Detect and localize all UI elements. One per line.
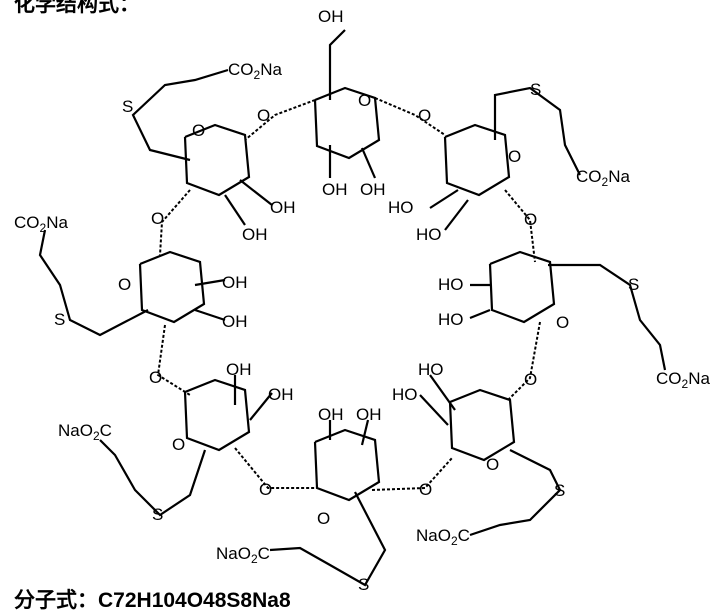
- carboxylate-label: CO2Na: [228, 60, 282, 82]
- oxygen-label: O: [524, 210, 537, 229]
- hydroxyl-label: OH: [242, 225, 268, 244]
- sulfur-label: S: [628, 275, 639, 294]
- oxygen-label: O: [172, 435, 185, 454]
- hydroxyl-label: HO: [418, 360, 444, 379]
- carboxylate-label: CO2Na: [14, 213, 68, 235]
- glycosidic-bond: [244, 99, 316, 141]
- glycosidic-bond: [159, 189, 191, 256]
- hydroxyl-label: OH: [318, 405, 344, 424]
- oxygen-label: O: [192, 121, 205, 140]
- hydroxyl-label: OH: [222, 312, 248, 331]
- glucose-ring: [448, 388, 516, 462]
- hydroxyl-bond: [429, 374, 456, 411]
- hydroxyl-bond: [360, 147, 377, 179]
- hydroxyl-bond: [194, 308, 226, 322]
- hydroxyl-label: OH: [322, 180, 348, 199]
- thioether-side-chain: [469, 449, 562, 537]
- thioether-side-chain: [38, 229, 149, 337]
- oxygen-label: O: [257, 106, 270, 125]
- carboxylate-label: NaO2C: [416, 526, 470, 548]
- hydroxyl-label: OH: [222, 273, 248, 292]
- hydroxyl-bond: [469, 308, 491, 320]
- glycosidic-bond: [507, 321, 541, 401]
- oxygen-label: O: [118, 275, 131, 294]
- hydroxyl-label: OH: [226, 360, 252, 379]
- carboxylate-label: CO2Na: [576, 167, 630, 189]
- oxygen-label: O: [486, 455, 499, 474]
- hydroxyl-label: OH: [270, 198, 296, 217]
- sulfur-label: S: [122, 97, 133, 116]
- structure-heading: 化学结构式：: [14, 0, 140, 16]
- glucose-ring: [138, 250, 206, 324]
- hydroxyl-label: HO: [392, 385, 418, 404]
- oxygen-label: O: [149, 368, 162, 387]
- hydroxyl-bond: [419, 394, 449, 426]
- hydroxyl-bond: [444, 199, 469, 231]
- hydroxyl-label: OH: [318, 7, 344, 26]
- hydroxyl-label: HO: [388, 198, 414, 217]
- oxygen-label: O: [556, 313, 569, 332]
- glycosidic-bond: [234, 447, 315, 489]
- hydroxyl-label: HO: [438, 275, 464, 294]
- oxygen-label: O: [508, 147, 521, 166]
- sulfur-label: S: [54, 310, 65, 329]
- glucose-ring: [488, 250, 556, 324]
- glucose-ring: [313, 86, 381, 160]
- hydroxyl-bond: [360, 419, 370, 446]
- glucose-ring: [183, 378, 251, 452]
- carboxylate-label: NaO2C: [58, 421, 112, 443]
- glucose-ring: [443, 123, 511, 197]
- thioether-side-chain: [269, 491, 387, 587]
- oxygen-label: O: [418, 106, 431, 125]
- carboxylate-label: CO2Na: [656, 369, 710, 391]
- glycosidic-bond: [371, 457, 453, 491]
- oxygen-label: O: [524, 370, 537, 389]
- oxygen-label: O: [259, 480, 272, 499]
- sulfur-label: S: [554, 481, 565, 500]
- sulfur-label: S: [358, 575, 369, 594]
- hydroxyl-label: HO: [416, 225, 442, 244]
- hydroxyl-bond: [249, 392, 273, 421]
- hydroxyl-label: HO: [438, 310, 464, 329]
- thioether-side-chain: [493, 86, 581, 176]
- thioether-side-chain: [99, 439, 207, 517]
- glycosidic-bond: [374, 97, 446, 136]
- glycosidic-bond: [504, 189, 536, 263]
- carboxylate-label: NaO2C: [216, 544, 270, 566]
- hydroxyl-bond: [224, 194, 246, 226]
- hydroxyl-bond: [239, 179, 273, 206]
- sulfur-label: S: [152, 505, 163, 524]
- oxygen-label: O: [317, 509, 330, 528]
- thioether-side-chain: [131, 68, 229, 162]
- hydroxyl-bond: [194, 278, 226, 287]
- sulfur-label: S: [530, 80, 541, 99]
- oxygen-label: O: [151, 209, 164, 228]
- glycosidic-bond: [156, 324, 191, 396]
- hydroxyl-label: OH: [268, 385, 294, 404]
- glucose-ring: [313, 428, 381, 502]
- hydroxyl-bond: [328, 29, 346, 100]
- glucose-ring: [183, 123, 251, 197]
- oxygen-label: O: [358, 91, 371, 110]
- hydroxyl-label: OH: [356, 405, 382, 424]
- hydroxyl-label: OH: [360, 180, 386, 199]
- oxygen-label: O: [419, 480, 432, 499]
- hydroxyl-bond: [429, 189, 459, 209]
- thioether-side-chain: [548, 263, 667, 371]
